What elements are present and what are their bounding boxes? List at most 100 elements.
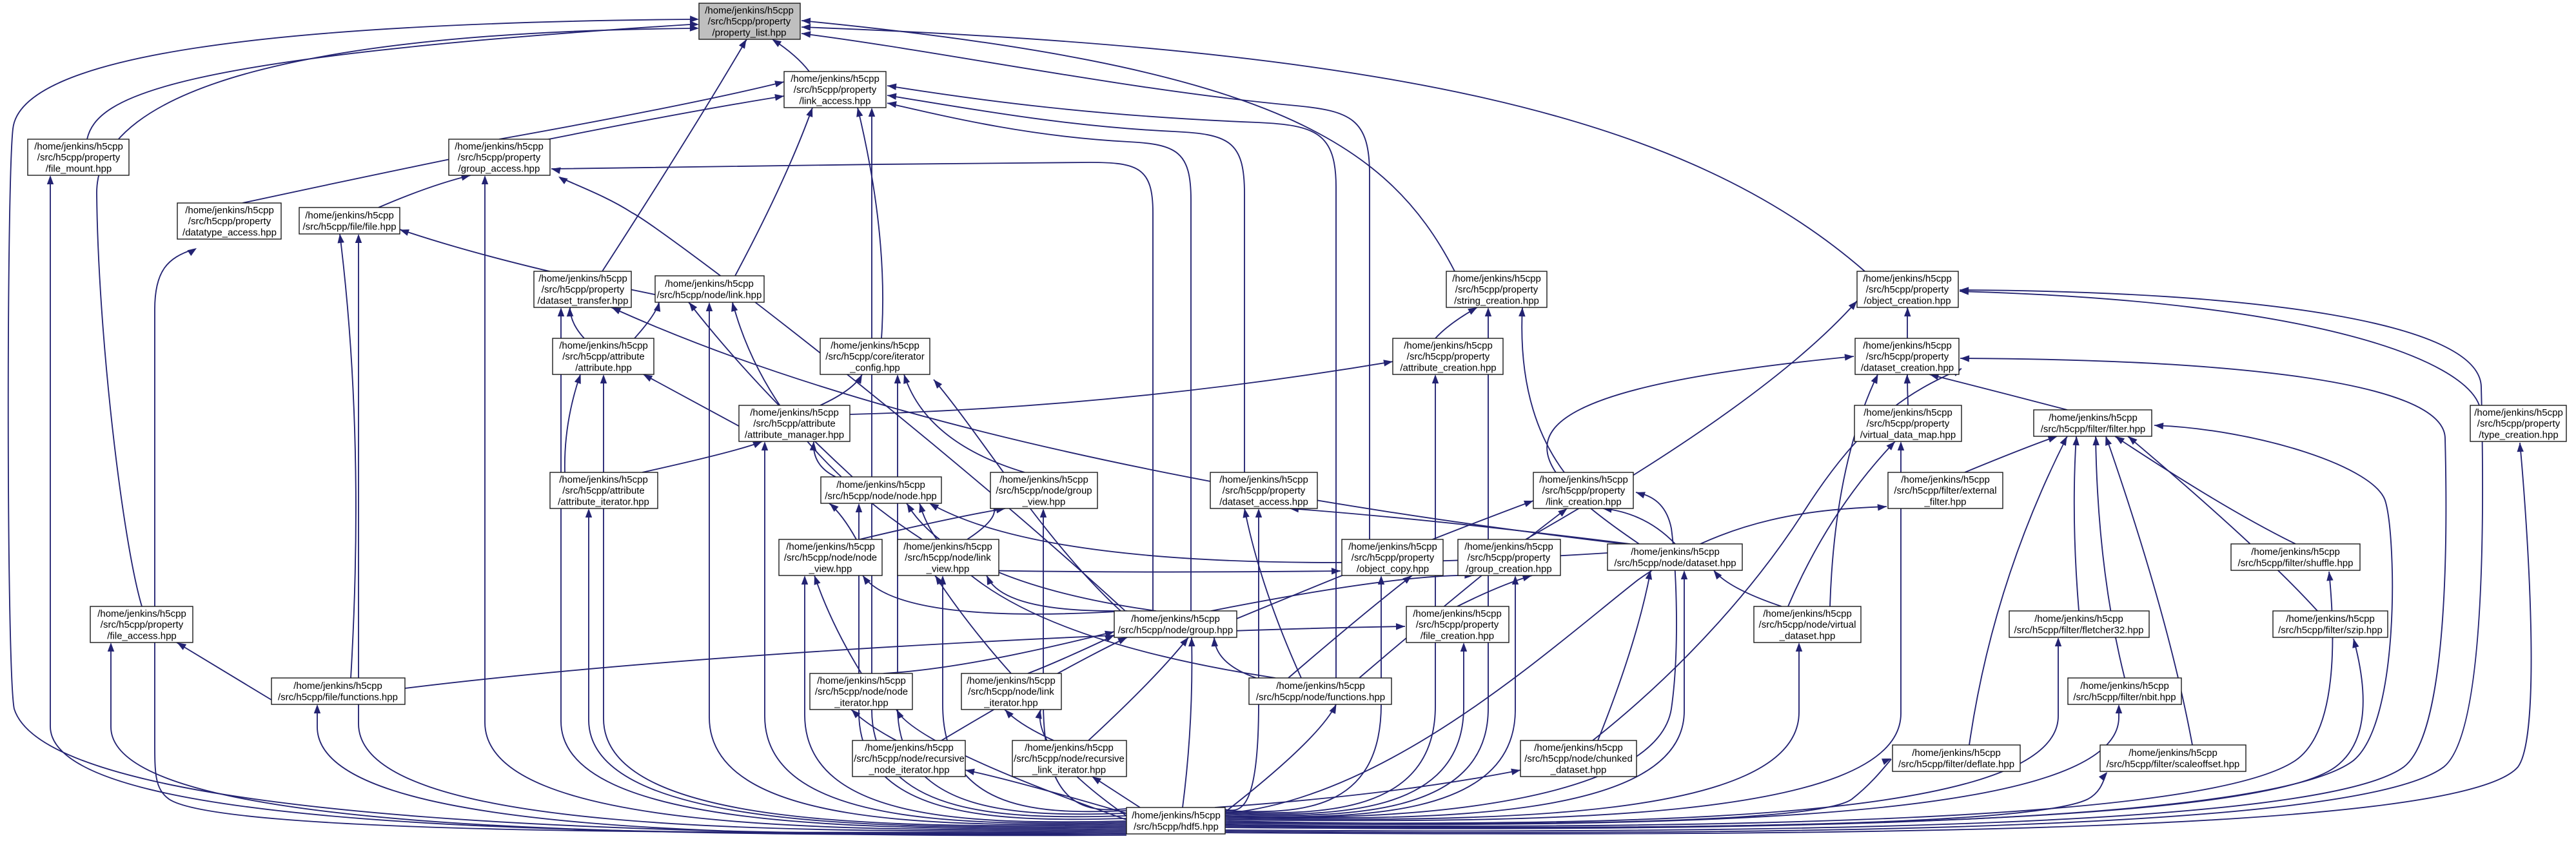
svg-text:/home/jenkins/h5cpp: /home/jenkins/h5cpp — [999, 474, 1088, 485]
svg-text:/src/h5cpp/property: /src/h5cpp/property — [708, 16, 791, 27]
svg-text:/home/jenkins/h5cpp: /home/jenkins/h5cpp — [1863, 407, 1952, 418]
svg-text:/home/jenkins/h5cpp: /home/jenkins/h5cpp — [1539, 474, 1628, 485]
svg-text:/src/h5cpp/property: /src/h5cpp/property — [1352, 552, 1435, 563]
svg-text:_node_iterator.hpp: _node_iterator.hpp — [868, 765, 949, 776]
svg-text:/home/jenkins/h5cpp: /home/jenkins/h5cpp — [2049, 412, 2138, 423]
svg-text:/group_access.hpp: /group_access.hpp — [458, 164, 540, 175]
svg-text:/home/jenkins/h5cpp: /home/jenkins/h5cpp — [1132, 810, 1221, 821]
svg-text:/dataset_access.hpp: /dataset_access.hpp — [1219, 497, 1308, 508]
svg-text:_view.hpp: _view.hpp — [926, 564, 970, 575]
svg-text:/file_access.hpp: /file_access.hpp — [107, 631, 177, 642]
svg-text:_config.hpp: _config.hpp — [849, 363, 900, 374]
svg-text:/dataset_creation.hpp: /dataset_creation.hpp — [1861, 363, 1954, 374]
svg-text:/home/jenkins/h5cpp: /home/jenkins/h5cpp — [2474, 407, 2563, 418]
svg-text:/src/h5cpp/node/dataset.hpp: /src/h5cpp/node/dataset.hpp — [1614, 557, 1736, 568]
svg-text:/home/jenkins/h5cpp: /home/jenkins/h5cpp — [1901, 474, 1990, 485]
svg-text:_dataset.hpp: _dataset.hpp — [1779, 631, 1836, 642]
svg-text:/src/h5cpp/filter/shuffle.hpp: /src/h5cpp/filter/shuffle.hpp — [2238, 557, 2354, 568]
svg-text:/src/h5cpp/filter/szip.hpp: /src/h5cpp/filter/szip.hpp — [2278, 624, 2383, 635]
svg-text:/src/h5cpp/node/group.hpp: /src/h5cpp/node/group.hpp — [1118, 624, 1233, 635]
svg-text:_iterator.hpp: _iterator.hpp — [983, 698, 1037, 709]
svg-text:/home/jenkins/h5cpp: /home/jenkins/h5cpp — [1404, 340, 1493, 351]
svg-text:/home/jenkins/h5cpp: /home/jenkins/h5cpp — [1276, 681, 1365, 691]
svg-text:/src/h5cpp/node/node.hpp: /src/h5cpp/node/node.hpp — [825, 490, 936, 501]
svg-text:/src/h5cpp/node/functions.hpp: /src/h5cpp/node/functions.hpp — [1256, 691, 1385, 702]
svg-text:/src/h5cpp/property: /src/h5cpp/property — [1867, 418, 1950, 429]
svg-text:/home/jenkins/h5cpp: /home/jenkins/h5cpp — [2251, 546, 2340, 557]
svg-text:/src/h5cpp/property: /src/h5cpp/property — [101, 619, 184, 630]
svg-text:/home/jenkins/h5cpp: /home/jenkins/h5cpp — [2080, 681, 2169, 691]
svg-text:/src/h5cpp/filter/scaleoffset.: /src/h5cpp/filter/scaleoffset.hpp — [2107, 759, 2240, 769]
svg-text:/home/jenkins/h5cpp: /home/jenkins/h5cpp — [1464, 541, 1553, 552]
svg-text:/home/jenkins/h5cpp: /home/jenkins/h5cpp — [1025, 742, 1114, 753]
svg-text:/home/jenkins/h5cpp: /home/jenkins/h5cpp — [305, 210, 394, 221]
svg-text:/home/jenkins/h5cpp: /home/jenkins/h5cpp — [836, 479, 925, 490]
svg-text:/src/h5cpp/property: /src/h5cpp/property — [2477, 418, 2561, 429]
svg-text:/home/jenkins/h5cpp: /home/jenkins/h5cpp — [538, 273, 627, 284]
svg-text:/home/jenkins/h5cpp: /home/jenkins/h5cpp — [1631, 546, 1720, 557]
svg-text:/type_creation.hpp: /type_creation.hpp — [2479, 430, 2558, 441]
svg-text:/dataset_transfer.hpp: /dataset_transfer.hpp — [538, 296, 629, 307]
svg-text:/attribute_creation.hpp: /attribute_creation.hpp — [1400, 363, 1496, 374]
svg-text:/src/h5cpp/attribute: /src/h5cpp/attribute — [562, 351, 645, 362]
svg-text:/home/jenkins/h5cpp: /home/jenkins/h5cpp — [817, 675, 906, 686]
svg-text:/file_creation.hpp: /file_creation.hpp — [1421, 631, 1494, 642]
svg-text:/src/h5cpp/filter/fletcher32.h: /src/h5cpp/filter/fletcher32.hpp — [2014, 624, 2144, 635]
svg-text:/src/h5cpp/node/chunked: /src/h5cpp/node/chunked — [1524, 753, 1633, 764]
svg-text:/home/jenkins/h5cpp: /home/jenkins/h5cpp — [1863, 340, 1952, 351]
svg-text:/src/h5cpp/file/functions.hpp: /src/h5cpp/file/functions.hpp — [278, 691, 398, 702]
svg-text:/attribute.hpp: /attribute.hpp — [575, 363, 632, 374]
svg-text:/file_mount.hpp: /file_mount.hpp — [46, 164, 112, 175]
svg-text:/home/jenkins/h5cpp: /home/jenkins/h5cpp — [903, 541, 992, 552]
svg-text:/home/jenkins/h5cpp: /home/jenkins/h5cpp — [1348, 541, 1437, 552]
svg-text:/home/jenkins/h5cpp: /home/jenkins/h5cpp — [293, 681, 382, 691]
svg-text:/src/h5cpp/property: /src/h5cpp/property — [37, 152, 121, 163]
svg-text:/home/jenkins/h5cpp: /home/jenkins/h5cpp — [2034, 614, 2123, 624]
svg-text:/src/h5cpp/node/link: /src/h5cpp/node/link — [968, 686, 1054, 697]
svg-text:_link_iterator.hpp: _link_iterator.hpp — [1032, 765, 1106, 776]
svg-text:/home/jenkins/h5cpp: /home/jenkins/h5cpp — [34, 141, 123, 152]
svg-text:/src/h5cpp/attribute: /src/h5cpp/attribute — [753, 418, 836, 429]
svg-text:/src/h5cpp/property: /src/h5cpp/property — [1223, 485, 1306, 496]
svg-text:/src/h5cpp/property: /src/h5cpp/property — [188, 216, 271, 227]
svg-text:/home/jenkins/h5cpp: /home/jenkins/h5cpp — [1534, 742, 1623, 753]
svg-text:/object_creation.hpp: /object_creation.hpp — [1863, 296, 1951, 307]
svg-text:/src/h5cpp/attribute: /src/h5cpp/attribute — [562, 485, 645, 496]
svg-text:/src/h5cpp/core/iterator: /src/h5cpp/core/iterator — [825, 351, 924, 362]
svg-text:_dataset.hpp: _dataset.hpp — [1550, 765, 1607, 776]
svg-text:/attribute_iterator.hpp: /attribute_iterator.hpp — [558, 497, 649, 508]
svg-text:/src/h5cpp/property: /src/h5cpp/property — [1455, 284, 1539, 295]
svg-text:/src/h5cpp/property: /src/h5cpp/property — [1866, 284, 1949, 295]
svg-text:/home/jenkins/h5cpp: /home/jenkins/h5cpp — [750, 407, 839, 418]
svg-text:/src/h5cpp/property: /src/h5cpp/property — [794, 84, 877, 95]
svg-text:/src/h5cpp/node/node: /src/h5cpp/node/node — [784, 552, 877, 563]
svg-text:/home/jenkins/h5cpp: /home/jenkins/h5cpp — [967, 675, 1056, 686]
svg-text:/src/h5cpp/node/virtual: /src/h5cpp/node/virtual — [1759, 619, 1856, 630]
svg-text:/src/h5cpp/property: /src/h5cpp/property — [1866, 351, 1949, 362]
svg-text:/src/h5cpp/property: /src/h5cpp/property — [1407, 351, 1490, 362]
svg-text:/home/jenkins/h5cpp: /home/jenkins/h5cpp — [559, 474, 648, 485]
svg-text:/home/jenkins/h5cpp: /home/jenkins/h5cpp — [791, 73, 880, 84]
svg-text:/src/h5cpp/node/recursive: /src/h5cpp/node/recursive — [1014, 753, 1125, 764]
svg-text:/home/jenkins/h5cpp: /home/jenkins/h5cpp — [1219, 474, 1308, 485]
svg-text:/src/h5cpp/hdf5.hpp: /src/h5cpp/hdf5.hpp — [1134, 821, 1219, 832]
svg-text:/attribute_manager.hpp: /attribute_manager.hpp — [745, 430, 844, 441]
svg-text:/src/h5cpp/filter/nbit.hpp: /src/h5cpp/filter/nbit.hpp — [2073, 691, 2176, 702]
svg-text:/src/h5cpp/property: /src/h5cpp/property — [1416, 619, 1499, 630]
svg-text:/object_copy.hpp: /object_copy.hpp — [1357, 564, 1429, 575]
svg-text:/src/h5cpp/file/file.hpp: /src/h5cpp/file/file.hpp — [302, 221, 396, 232]
svg-text:/src/h5cpp/property: /src/h5cpp/property — [458, 152, 541, 163]
svg-text:/src/h5cpp/property: /src/h5cpp/property — [1468, 552, 1551, 563]
svg-text:/home/jenkins/h5cpp: /home/jenkins/h5cpp — [786, 541, 875, 552]
svg-text:/src/h5cpp/filter/filter.hpp: /src/h5cpp/filter/filter.hpp — [2041, 423, 2146, 434]
svg-text:/home/jenkins/h5cpp: /home/jenkins/h5cpp — [1863, 273, 1952, 284]
svg-text:_view.hpp: _view.hpp — [809, 564, 852, 575]
svg-text:/src/h5cpp/property: /src/h5cpp/property — [542, 284, 625, 295]
svg-text:_filter.hpp: _filter.hpp — [1923, 497, 1966, 508]
svg-text:/home/jenkins/h5cpp: /home/jenkins/h5cpp — [455, 141, 544, 152]
svg-text:/property_list.hpp: /property_list.hpp — [712, 28, 786, 39]
svg-text:/src/h5cpp/node/link: /src/h5cpp/node/link — [905, 552, 991, 563]
svg-text:_iterator.hpp: _iterator.hpp — [834, 698, 888, 709]
svg-text:/home/jenkins/h5cpp: /home/jenkins/h5cpp — [831, 340, 919, 351]
svg-text:/src/h5cpp/node/group: /src/h5cpp/node/group — [996, 485, 1092, 496]
